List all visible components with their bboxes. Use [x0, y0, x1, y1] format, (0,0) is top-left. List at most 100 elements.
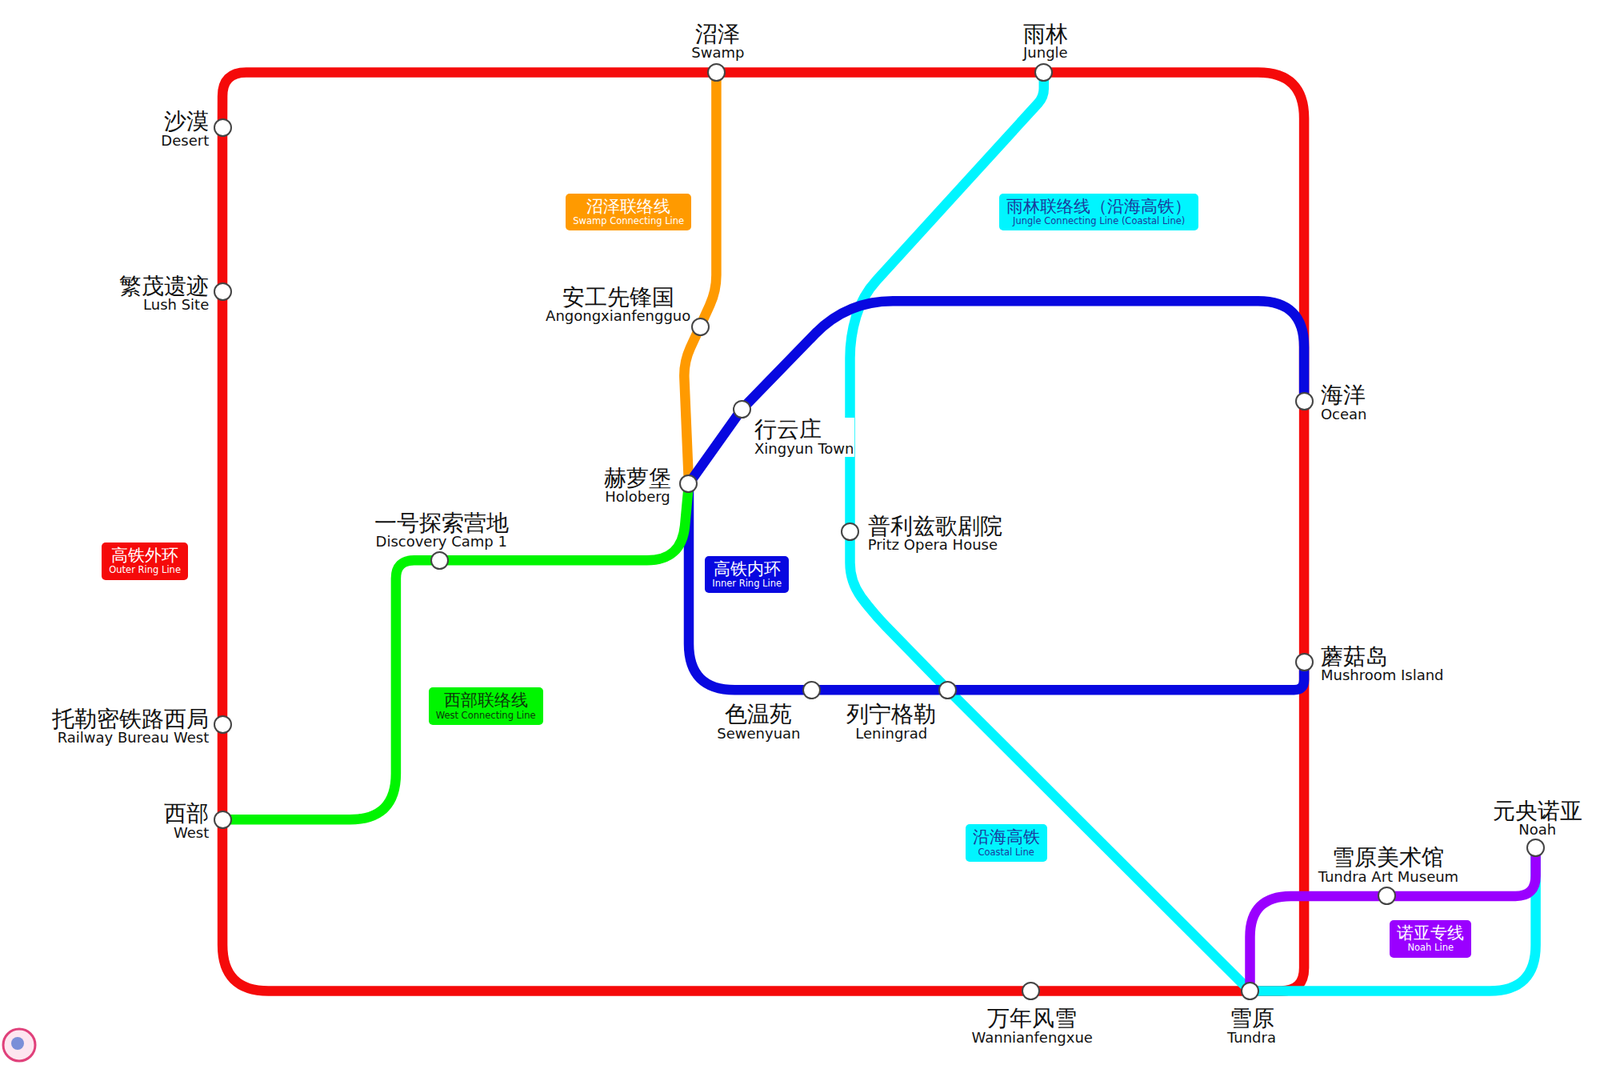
station-name-english: Railway Bureau West — [52, 730, 209, 746]
rail-segment — [688, 491, 804, 690]
station-name: 万年风雪 — [972, 1006, 1093, 1030]
line-name-box: 雨林联络线（沿海高铁）Jungle Connecting Line (Coast… — [999, 193, 1199, 231]
station-circle: 万年风雪Wannianfengxue — [1021, 981, 1040, 1000]
rail-segment — [1257, 855, 1536, 991]
line-name: 雨林联络线（沿海高铁） — [1006, 196, 1192, 216]
rail-segment — [819, 684, 941, 696]
rail-segment — [724, 67, 1036, 78]
station-circle: 普利兹歌剧院Pritz Opera House — [840, 522, 860, 541]
station-name-english: Ocean — [1320, 407, 1368, 423]
station-circle: 蘑菇岛Mushroom Island — [1295, 652, 1314, 672]
rail-segment — [693, 415, 738, 478]
station-label: 色温苑Sewenyuan — [716, 702, 801, 741]
station-circle: 色温苑Sewenyuan — [802, 680, 821, 700]
line-name-box: 诺亚专线Noah Line — [1389, 920, 1472, 957]
station-label: 普利兹歌剧院Pritz Opera House — [867, 513, 1004, 552]
station-label: 繁茂遗迹Lush Site — [118, 274, 210, 313]
station-name: 色温苑 — [716, 702, 800, 726]
rail-segment — [955, 669, 1304, 690]
station-name: 托勒密铁路西局 — [52, 706, 209, 730]
station-name: 沙漠 — [160, 109, 209, 133]
station-name-english: Desert — [160, 133, 209, 149]
line-name-box: 沼泽联络线Swamp Connecting Line — [565, 193, 692, 231]
station-name: 雪原 — [1227, 1006, 1276, 1030]
line-name: 诺亚专线 — [1396, 923, 1464, 943]
station-label: 雨林Jungle — [1022, 22, 1069, 61]
station-label: 元央诺亚Noah — [1492, 798, 1584, 837]
rail-segment — [703, 80, 716, 320]
station-label: 列宁格勒Leningrad — [845, 702, 937, 741]
rail-segment — [217, 135, 228, 284]
line-name-box: 高铁外环Outer Ring Line — [101, 542, 188, 580]
station-label: 安工先锋国Angongxianfengguo — [544, 285, 692, 324]
line-name-english: Jungle Connecting Line (Coastal Line) — [1006, 216, 1192, 227]
station-name-english: Jungle — [1023, 45, 1068, 61]
line-name-english: Noah Line — [1396, 942, 1464, 953]
station-label: 雪原Tundra — [1226, 1006, 1277, 1045]
station-circle: 一号探索营地Discovery Camp 1 — [430, 551, 449, 570]
station-name-english: Lush Site — [119, 297, 209, 313]
station-name-english: Holoberg — [604, 489, 672, 505]
station-name-english: Angongxianfengguo — [545, 308, 691, 324]
line-name: 高铁内环 — [712, 559, 782, 579]
station-label: 万年风雪Wannianfengxue — [971, 1006, 1094, 1045]
station-circle: 海洋Ocean — [1295, 392, 1314, 411]
rail-segment — [230, 560, 433, 820]
rail-segment — [217, 299, 228, 717]
station-name: 雨林 — [1023, 22, 1068, 46]
station-circle: 雨林Jungle — [1034, 63, 1053, 82]
line-name-english: Outer Ring Line — [108, 564, 181, 576]
station-circle: 西部West — [213, 810, 232, 829]
station-name-english: Swamp — [691, 45, 744, 61]
station-circle: 繁茂遗迹Lush Site — [213, 282, 232, 301]
station-name-english: West — [164, 824, 209, 840]
station-name-english: Sewenyuan — [716, 726, 800, 742]
station-name-english: Noah — [1492, 822, 1583, 838]
rail-segment — [1038, 985, 1243, 996]
station-label: 行云庄Xingyun Town — [753, 417, 855, 456]
line-name-box: 高铁内环Inner Ring Line — [704, 556, 789, 593]
station-label: 海洋Ocean — [1320, 383, 1368, 422]
rail-segment — [684, 333, 697, 476]
station-circle: 行云庄Xingyun Town — [732, 400, 752, 419]
station-name: 赫萝堡 — [604, 465, 672, 489]
station-label: 一号探索营地Discovery Camp 1 — [373, 511, 510, 550]
station-label: 蘑菇岛Mushroom Island — [1320, 644, 1445, 684]
line-name-box: 西部联络线West Connecting Line — [428, 687, 544, 724]
station-circle: 安工先锋国Angongxianfengguo — [691, 317, 710, 336]
line-name-english: Swamp Connecting Line — [572, 216, 684, 227]
line-name: 高铁外环 — [108, 545, 181, 565]
rail-segment — [953, 695, 1245, 986]
station-name: 沼泽 — [691, 22, 744, 46]
station-name-english: Discovery Camp 1 — [374, 534, 509, 550]
station-circle: 雪原美术馆Tundra Art Museum — [1377, 886, 1396, 905]
logo-icon — [3, 1028, 36, 1061]
station-name-english: Tundra — [1227, 1030, 1276, 1046]
station-name: 海洋 — [1320, 383, 1368, 407]
line-name-box: 沿海高铁Coastal Line — [965, 824, 1048, 861]
station-name-english: Pritz Opera House — [868, 537, 1003, 553]
line-name: 沼泽联络线 — [572, 196, 684, 216]
station-name: 一号探索营地 — [374, 511, 509, 535]
rail-segment — [1250, 896, 1380, 984]
station-name: 列宁格勒 — [846, 702, 936, 726]
station-label: 沙漠Desert — [160, 109, 210, 148]
station-label: 沼泽Swamp — [690, 22, 745, 61]
station-label: 赫萝堡Holoberg — [603, 465, 672, 504]
station-name-english: Leningrad — [846, 726, 936, 742]
line-name-english: Coastal Line — [972, 847, 1040, 858]
station-name: 行云庄 — [754, 417, 854, 441]
station-circle: 沙漠Desert — [213, 118, 232, 137]
station-name: 繁茂遗迹 — [119, 274, 209, 298]
station-label: 西部West — [163, 801, 210, 840]
station-circle: 雪原Tundra — [1240, 981, 1260, 1000]
station-name-english: Wannianfengxue — [972, 1030, 1093, 1046]
station-name-english: Mushroom Island — [1320, 668, 1444, 684]
rail-segment — [222, 827, 1024, 992]
rail-segment — [1257, 669, 1304, 991]
station-name-english: Xingyun Town — [754, 441, 854, 457]
logo-icon-inner — [11, 1036, 24, 1050]
